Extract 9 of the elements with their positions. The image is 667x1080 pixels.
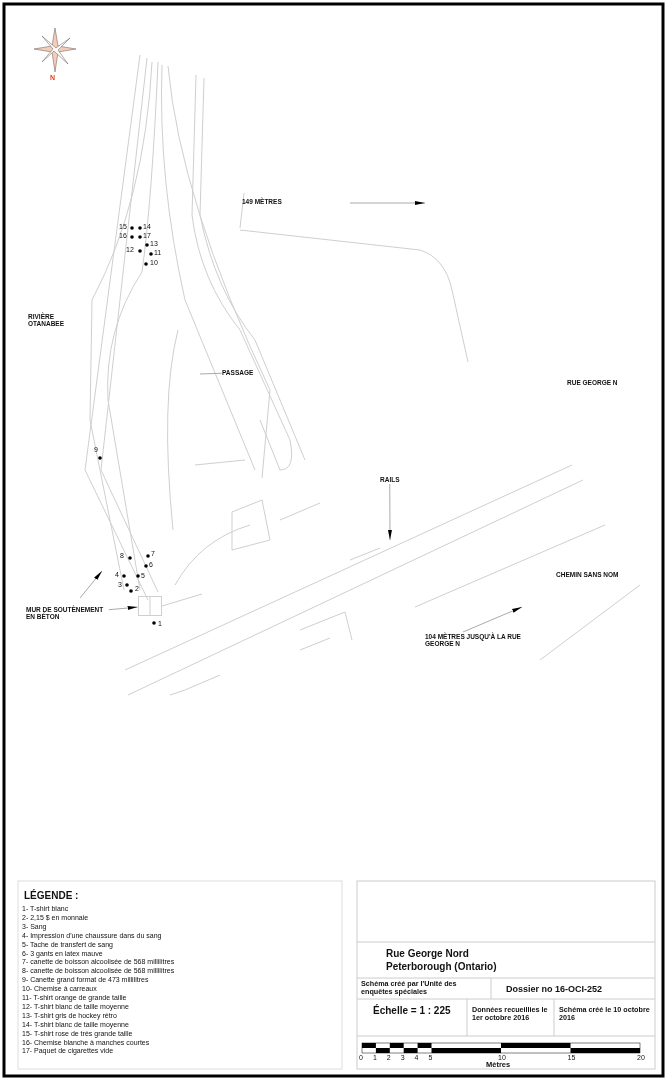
file-number: Dossier no 16-OCI-252 (506, 984, 603, 995)
leader-arrow (108, 606, 139, 611)
legend-heading: LÉGENDE : (24, 890, 79, 902)
leader-arrow (387, 483, 392, 541)
title-block-text: Échelle = 1 : 225 (373, 1005, 452, 1017)
title-block-text: Peterborough (Ontario) (386, 961, 497, 973)
retaining-wall-block (138, 596, 162, 616)
title-block-text: Rue George Nord (386, 948, 469, 960)
leader-line (199, 372, 223, 375)
